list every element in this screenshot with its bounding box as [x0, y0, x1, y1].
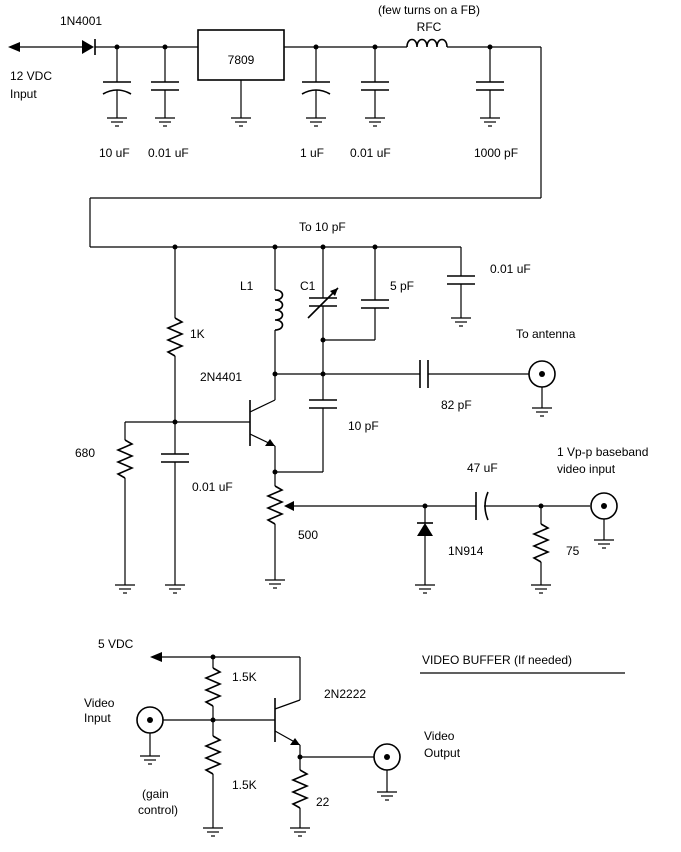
l1-coil [274, 289, 284, 331]
label-input-word: Input [10, 87, 37, 101]
label-gain-1: (gain [142, 787, 169, 801]
labels: 1N4001 12 VDC Input 7809 (few turns on a… [10, 3, 648, 817]
baseband-connector [590, 492, 618, 549]
label-cap-001uf-b: 0.01 uF [350, 146, 391, 160]
label-r-1k5-top: 1.5K [232, 670, 257, 684]
label-cap-47uf: 47 uF [467, 461, 498, 475]
cap-001uf-c [447, 247, 475, 327]
label-r-680: 680 [75, 446, 95, 460]
label-to-10pf: To 10 pF [299, 220, 346, 234]
resistor-680 [114, 421, 175, 594]
label-cap-5pf: 5 pF [390, 279, 414, 293]
cap-001uf-d [161, 422, 189, 594]
label-q-2n2222: 2N2222 [324, 687, 366, 701]
label-input-voltage: 12 VDC [10, 69, 52, 83]
label-buf-video-in-1: Video [84, 696, 115, 710]
label-gain-2: control) [138, 803, 178, 817]
label-r-75: 75 [566, 544, 580, 558]
video-input-connector [136, 706, 164, 765]
resistor-1k5-bottom [202, 720, 224, 837]
label-q-2n4401: 2N4401 [200, 370, 242, 384]
resistor-1k5-top [203, 657, 223, 720]
cap-001uf-a [151, 47, 179, 127]
label-diode-1n914: 1N914 [448, 544, 484, 558]
label-to-antenna: To antenna [516, 327, 576, 341]
video-buffer-section [136, 652, 625, 837]
input-arrow [8, 42, 20, 52]
label-rfc-note: (few turns on a FB) [378, 3, 480, 17]
cap-5pf [323, 247, 389, 341]
cap-82pf [419, 360, 429, 388]
label-buf-video-out-2: Output [424, 746, 461, 760]
cap-47uf [475, 491, 590, 521]
label-cap-10pf: 10 pF [348, 419, 379, 433]
cap-10uf [102, 47, 132, 127]
resistor-75 [530, 506, 552, 594]
label-c1: C1 [300, 279, 316, 293]
label-input-diode: 1N4001 [60, 14, 102, 28]
label-cap-001uf-c: 0.01 uF [490, 262, 531, 276]
video-output-connector [373, 743, 401, 801]
power-supply-section [8, 29, 542, 247]
cap-001uf-b [361, 47, 389, 127]
label-cap-82pf: 82 pF [441, 398, 472, 412]
transistor-2n2222 [274, 698, 301, 770]
label-buf-title: VIDEO BUFFER (If needed) [422, 653, 572, 667]
label-buf-5vdc: 5 VDC [98, 637, 134, 651]
label-r-1k5-bottom: 1.5K [232, 778, 257, 792]
diode-1n4001 [82, 39, 96, 55]
label-pot-500: 500 [298, 528, 318, 542]
label-baseband-2: video input [557, 462, 616, 476]
transistor-2n4401 [175, 399, 276, 486]
label-rfc: RFC [417, 20, 442, 34]
rfc-coil [406, 38, 448, 48]
5vdc-arrow [150, 652, 162, 662]
label-baseband-1: 1 Vp-p baseband [557, 445, 648, 459]
diode-1n914 [414, 506, 436, 594]
pot-500 [264, 485, 476, 589]
label-cap-1000pf: 1000 pF [474, 146, 518, 160]
label-regulator: 7809 [228, 53, 255, 67]
antenna-connector [528, 360, 556, 417]
label-cap-001uf-d: 0.01 uF [192, 480, 233, 494]
cap-1000pf [476, 47, 504, 127]
cap-1uf [301, 47, 331, 127]
variable-cap-c1 [307, 247, 339, 400]
label-r-1k: 1K [190, 327, 205, 341]
label-buf-video-out-1: Video [424, 729, 455, 743]
label-cap-1uf: 1 uF [300, 146, 324, 160]
cap-10pf [275, 399, 337, 473]
label-cap-001uf-a: 0.01 uF [148, 146, 189, 160]
resistor-1k [165, 247, 185, 422]
label-l1: L1 [240, 279, 254, 293]
oscillator-section [90, 244, 618, 594]
label-r-22: 22 [316, 795, 330, 809]
label-cap-10uf: 10 uF [99, 146, 130, 160]
resistor-22 [289, 769, 311, 837]
label-buf-video-in-2: Input [84, 711, 111, 725]
